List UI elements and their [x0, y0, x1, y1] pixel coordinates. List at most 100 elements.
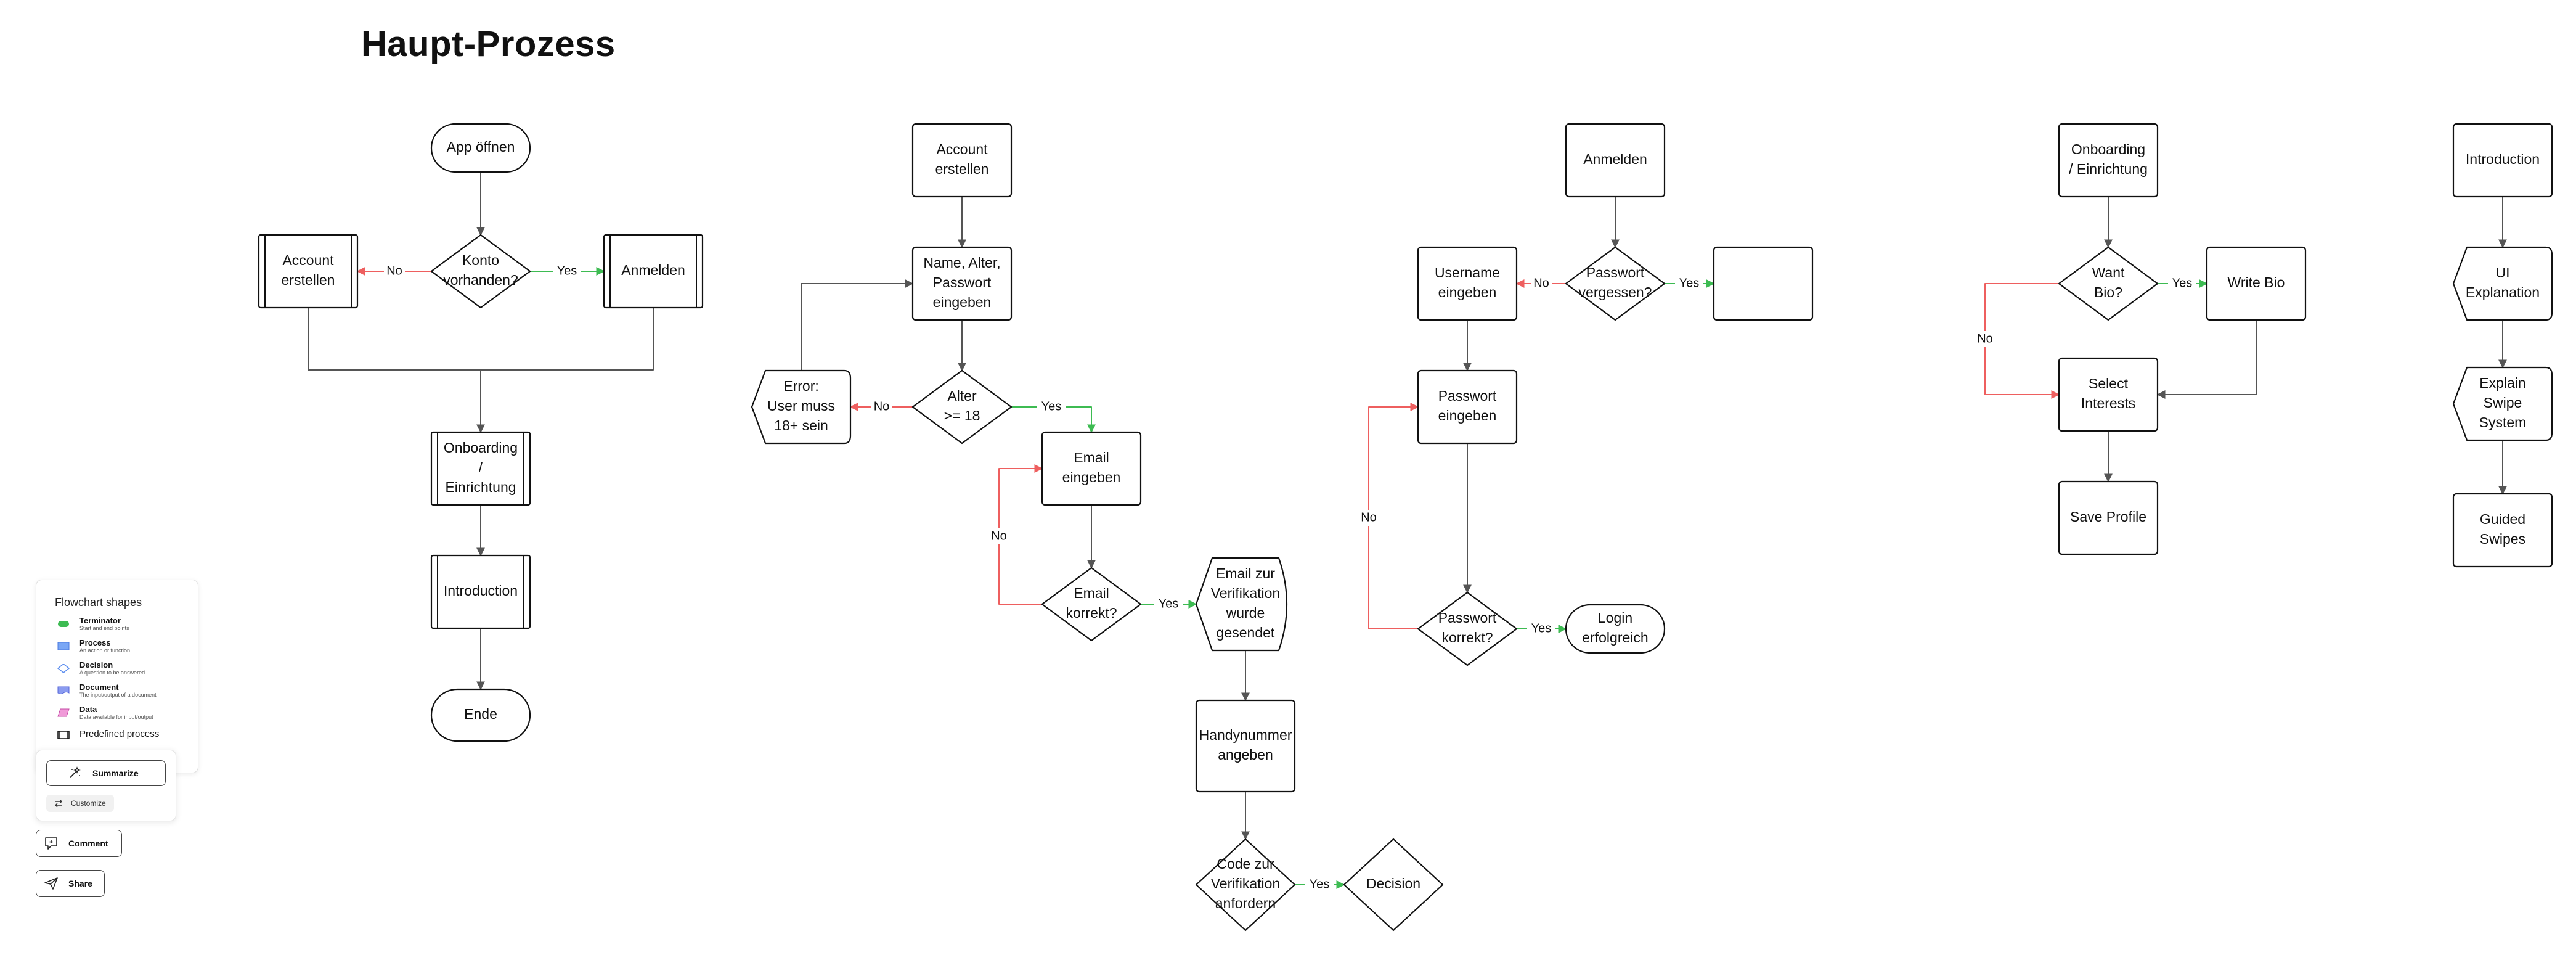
node-shape: [1417, 369, 1518, 445]
edge-label-bg: [1527, 621, 1555, 637]
node-label: Passwort: [1438, 388, 1497, 404]
node-label: System: [2479, 414, 2527, 430]
send-icon: [44, 877, 58, 890]
flow-edge: No: [1515, 276, 1566, 292]
node-shape: [2452, 246, 2553, 321]
comment-button[interactable]: Comment: [36, 830, 122, 857]
node-shape: [911, 246, 1013, 321]
comment-icon: [45, 837, 57, 850]
edge-line: [308, 308, 481, 432]
flow-node-main-ende[interactable]: Ende: [430, 688, 531, 742]
node-label: korrekt?: [1441, 629, 1493, 646]
node-label: Ende: [464, 706, 497, 722]
node-shape: [1343, 838, 1444, 932]
flow-edge: [801, 279, 914, 371]
node-shape: [1565, 246, 1666, 321]
flow-edge: No: [1975, 283, 2060, 399]
node-label: Save Profile: [2070, 509, 2146, 525]
node-label: /: [479, 459, 483, 475]
share-button[interactable]: Share: [36, 870, 105, 897]
node-label: Einrichtung: [445, 479, 516, 495]
flow-edge: No: [988, 464, 1043, 605]
node-shape: [2452, 493, 2553, 568]
flow-edge: Yes: [1517, 621, 1567, 637]
node-label: / Einrichtung: [2069, 161, 2148, 177]
flow-node-login-start[interactable]: Anmelden: [1565, 123, 1666, 198]
edge-line: [801, 279, 914, 371]
flow-node-intro-start[interactable]: Introduction: [2452, 123, 2553, 198]
flow-node-start-app[interactable]: App öffnen: [430, 123, 531, 173]
flow-node-main-onboarding[interactable]: Onboarding/Einrichtung: [430, 431, 531, 506]
shape-data[interactable]: Data Data available for input/output: [57, 705, 193, 724]
edge-label-bg: [384, 263, 405, 279]
summarize-label: Summarize: [92, 768, 139, 778]
node-label: Name, Alter,: [923, 255, 1000, 271]
node-label: UI: [2496, 264, 2510, 281]
node-shape: [2058, 357, 2159, 432]
node-shape: [2058, 123, 2159, 198]
shape-process[interactable]: Process An action or function: [57, 638, 193, 658]
flow-node-main-anmelden[interactable]: Anmelden: [603, 234, 704, 309]
node-label: Swipes: [2480, 531, 2525, 547]
node-shape: [1195, 557, 1288, 652]
edge-label: No: [1361, 510, 1377, 524]
customize-button[interactable]: Customize: [46, 795, 114, 812]
node-shape: [430, 234, 531, 309]
flow-node-ob-start[interactable]: Onboarding/ Einrichtung: [2058, 123, 2159, 198]
shape-desc: Data available for input/output: [79, 714, 153, 720]
flow-node-main-introduction[interactable]: Introduction: [430, 554, 531, 629]
node-shape: [2452, 123, 2553, 198]
flow-node-intro-ui[interactable]: UI Explanation: [2452, 246, 2553, 321]
edge-label-bg: [988, 528, 1009, 544]
node-label: Explanation: [2466, 284, 2540, 300]
flow-node-login-empty[interactable]: [1713, 246, 1814, 321]
node-label: Login: [1598, 610, 1632, 626]
node-shape: [1041, 567, 1142, 642]
node-shape: [1417, 591, 1518, 666]
shape-terminator[interactable]: Terminator Start and end points: [57, 616, 193, 636]
flow-node-acc-decision[interactable]: Decision: [1343, 838, 1444, 932]
edge-label-bg: [1531, 276, 1552, 292]
flow-node-acc-alter[interactable]: Alter>= 18: [911, 369, 1013, 445]
shape-name: Terminator: [79, 616, 121, 625]
customize-label: Customize: [71, 799, 106, 808]
document-icon: [57, 686, 70, 694]
shape-decision[interactable]: Decision A question to be answered: [57, 660, 193, 680]
node-shape: [430, 123, 531, 173]
edge-label: No: [1533, 276, 1549, 290]
shape-document[interactable]: Document The input/output of a document: [57, 682, 193, 702]
terminator-icon: [58, 621, 69, 627]
node-label: vergessen?: [1579, 284, 1652, 300]
shape-predefined-process[interactable]: Predefined process: [57, 727, 193, 747]
flow-node-ob-write-bio[interactable]: Write Bio: [2206, 246, 2307, 321]
node-label: eingeben: [933, 294, 992, 310]
flow-node-ob-save[interactable]: Save Profile: [2058, 480, 2159, 555]
node-shape: [2058, 246, 2159, 321]
flow-edge: Yes: [2158, 276, 2208, 292]
summarize-button[interactable]: Summarize: [46, 760, 166, 786]
node-label: Decision: [1366, 875, 1420, 891]
node-shape: [430, 554, 531, 629]
node-label: Explain: [2479, 375, 2525, 391]
node-shape: [1565, 123, 1666, 198]
